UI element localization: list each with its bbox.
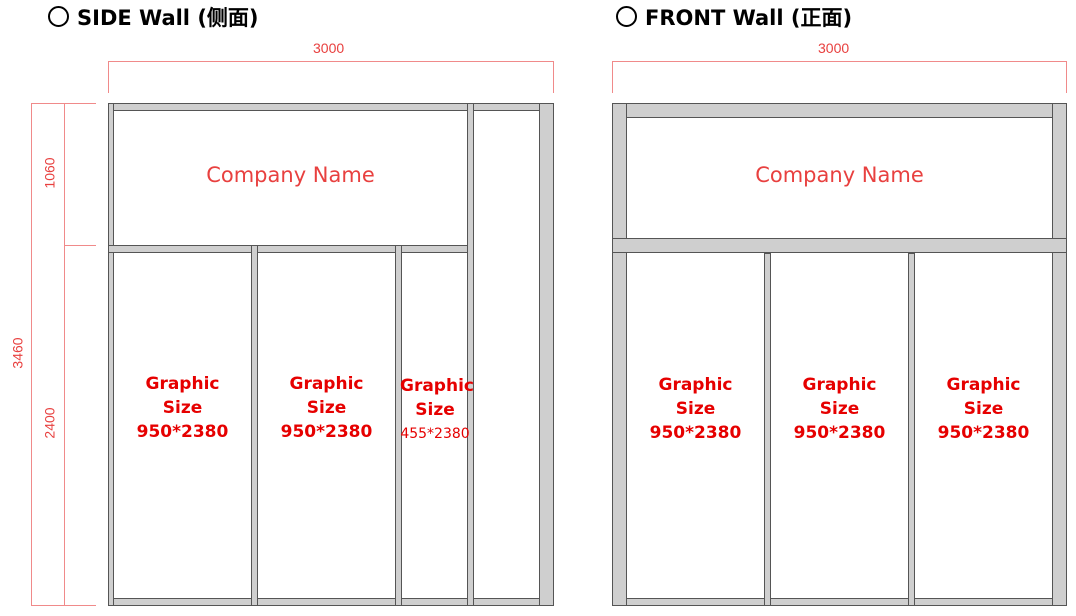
- side-company-name: Company Name: [206, 163, 375, 187]
- circle-outline-icon: [48, 6, 69, 27]
- front-company-name: Company Name: [755, 163, 924, 187]
- side-width-label: 3000: [313, 40, 345, 56]
- front-graphic-panel-2: Graphic Size 950*2380: [793, 375, 886, 443]
- side-graphic-panel-2: Graphic Size 950*2380: [280, 374, 373, 442]
- front-graphic-panel-3: Graphic Size 950*2380: [937, 375, 1030, 443]
- side-graphic-panel-1: Graphic Size 950*2380: [136, 374, 229, 442]
- side-bottom-height-label: 2400: [41, 407, 58, 439]
- front-width-label: 3000: [818, 40, 850, 56]
- side-graphic-panel-3: Graphic Size 455*2380: [400, 376, 474, 442]
- front-wall-title: FRONT Wall (正面): [616, 4, 852, 32]
- circle-outline-icon: [616, 6, 637, 27]
- side-wall-title: SIDE Wall (侧面): [48, 4, 259, 32]
- side-total-height-label: 3460: [9, 337, 26, 369]
- front-graphic-panel-1: Graphic Size 950*2380: [649, 375, 742, 443]
- side-top-height-label: 1060: [41, 157, 58, 189]
